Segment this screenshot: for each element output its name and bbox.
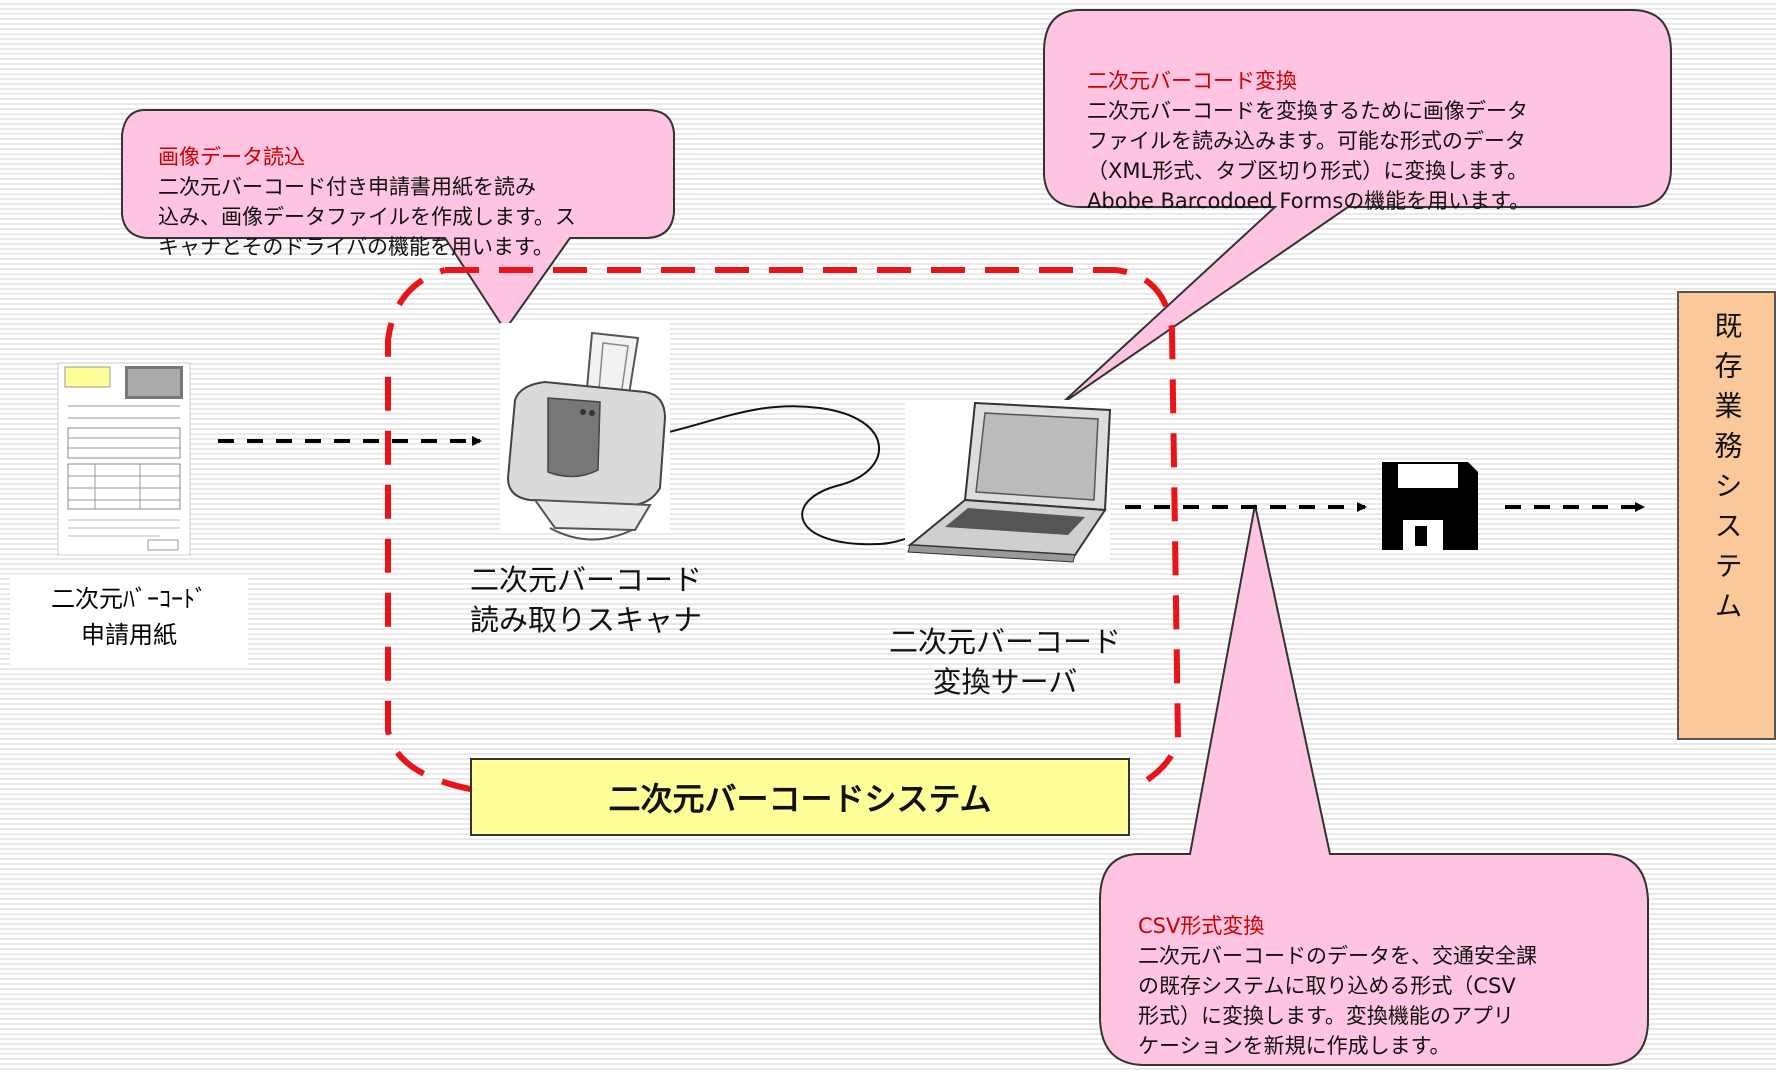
callout-csv-convert-title: CSV形式変換: [1138, 914, 1265, 938]
existing-business-system-box: 既存業務システム: [1677, 291, 1776, 740]
floppy-disk-icon: [1382, 462, 1478, 550]
callout-image-read-title: 画像データ読込: [158, 145, 305, 169]
callout-image-read-shape: [121, 109, 675, 332]
document-caption-line2: 申請用紙: [81, 621, 177, 649]
server-label: 二次元バーコード 変換サーバ: [855, 622, 1155, 702]
callout-image-read-body: 二次元バーコード付き申請書用紙を読み 込み、画像データファイルを作成します。ス …: [158, 175, 576, 259]
callout-barcode-convert: 二次元バーコード変換二次元バーコードを変換するために画像データ ファイルを読み込…: [1087, 36, 1657, 216]
printer-scanner-icon: [500, 323, 670, 541]
callout-barcode-convert-shape: [1043, 9, 1672, 406]
scanner-label-line1: 二次元バーコード: [470, 563, 703, 597]
callout-image-read: 画像データ読込二次元バーコード付き申請書用紙を読み 込み、画像データファイルを作…: [158, 112, 658, 262]
system-boundary-dashed: [385, 267, 1182, 793]
laptop-icon: [905, 400, 1112, 563]
callout-barcode-convert-body: 二次元バーコードを変換するために画像データ ファイルを読み込みます。可能な形式の…: [1087, 99, 1531, 213]
barcode-system-box: 二次元バーコードシステム: [470, 758, 1130, 836]
scanner-label-line2: 読み取りスキャナ: [470, 603, 703, 637]
barcode-system-label: 二次元バーコードシステム: [608, 780, 992, 818]
server-label-line1: 二次元バーコード: [888, 625, 1121, 659]
callout-csv-convert-shape: [1099, 504, 1649, 1066]
callout-barcode-convert-title: 二次元バーコード変換: [1087, 69, 1297, 93]
document-icon: [57, 362, 191, 556]
callout-csv-convert-body: 二次元バーコードのデータを、交通安全課 の既存システムに取り込める形式（CSV …: [1138, 944, 1537, 1058]
callout-csv-convert: CSV形式変換二次元バーコードのデータを、交通安全課 の既存システムに取り込める…: [1138, 881, 1638, 1061]
scanner-label: 二次元バーコード 読み取りスキャナ: [470, 560, 770, 640]
document-caption: 二次元ﾊﾞｰｺｰﾄﾞ 申請用紙: [10, 575, 248, 668]
existing-business-system-label: 既存業務システム: [1710, 311, 1744, 631]
document-caption-line1: 二次元ﾊﾞｰｺｰﾄﾞ: [51, 585, 207, 613]
server-label-line2: 変換サーバ: [932, 665, 1078, 699]
